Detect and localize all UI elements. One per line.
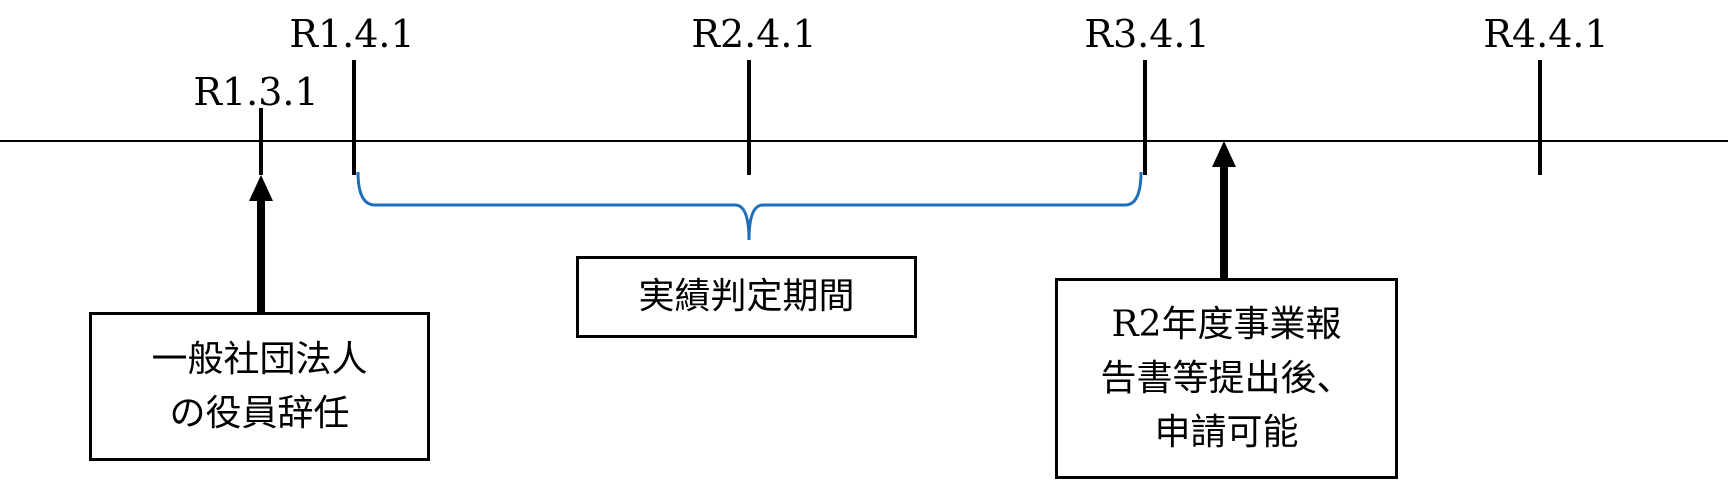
resignation-box: 一般社団法人 の役員辞任 bbox=[89, 312, 430, 461]
date-label-r2-4-1: R2.4.1 bbox=[691, 12, 817, 56]
arrow-resignation-head bbox=[249, 175, 273, 201]
date-label-r1-3-1: R1.3.1 bbox=[193, 70, 319, 114]
application-text: R2年度事業報 告書等提出後、 申請可能 bbox=[1100, 303, 1353, 453]
period-brace bbox=[356, 171, 1143, 241]
arrow-application-head bbox=[1212, 141, 1236, 167]
period-box: 実績判定期間 bbox=[576, 256, 917, 338]
resignation-text: 一般社団法人 の役員辞任 bbox=[151, 338, 368, 434]
date-label-r3-4-1: R3.4.1 bbox=[1084, 12, 1210, 56]
date-label-r1-4-1: R1.4.1 bbox=[289, 12, 415, 56]
date-label-r4-4-1: R4.4.1 bbox=[1483, 12, 1609, 56]
application-box: R2年度事業報 告書等提出後、 申請可能 bbox=[1055, 278, 1398, 479]
period-text: 実績判定期間 bbox=[638, 276, 855, 317]
